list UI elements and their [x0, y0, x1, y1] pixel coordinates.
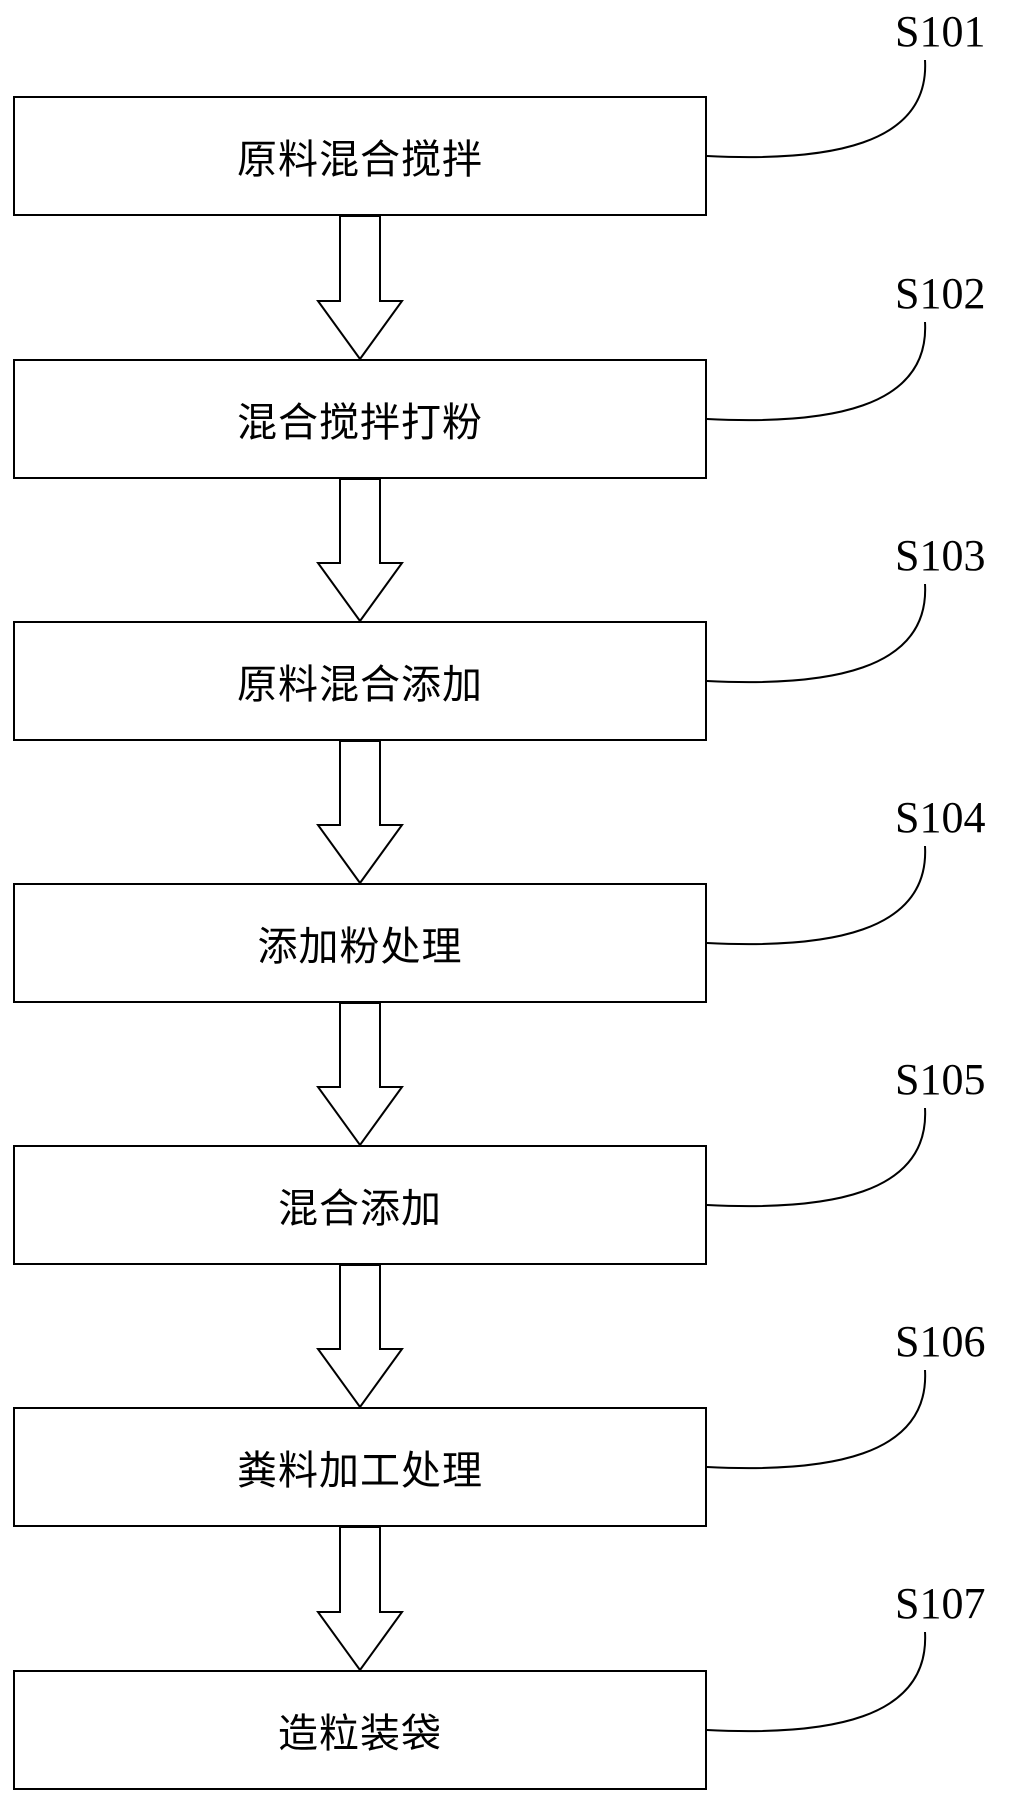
leader-line-s106 — [706, 1369, 927, 1470]
step-code-s104: S104 — [895, 793, 986, 842]
leader-line-s101 — [706, 59, 927, 159]
step-box-s107: 造粒装袋 — [13, 1670, 707, 1790]
step-box-s104: 添加粉处理 — [13, 883, 707, 1003]
step-label: 原料混合搅拌 — [237, 137, 483, 183]
step-code-s106: S106 — [895, 1317, 986, 1366]
down-arrow-icon — [316, 1526, 404, 1672]
step-label: 粪料加工处理 — [237, 1448, 483, 1494]
step-box-s106: 粪料加工处理 — [13, 1407, 707, 1527]
down-arrow-icon — [316, 740, 404, 885]
step-box-s105: 混合添加 — [13, 1145, 707, 1265]
step-label: 混合添加 — [278, 1186, 442, 1232]
step-label: 添加粉处理 — [257, 924, 463, 970]
step-code-s103: S103 — [895, 531, 986, 580]
step-code-s105: S105 — [895, 1055, 986, 1104]
leader-line-s107 — [706, 1631, 927, 1733]
down-arrow-icon — [316, 1002, 404, 1147]
step-code-s107: S107 — [895, 1579, 986, 1628]
down-arrow-icon — [316, 215, 404, 361]
step-label: 原料混合添加 — [237, 662, 483, 708]
leader-line-s105 — [706, 1107, 927, 1208]
down-arrow-icon — [316, 478, 404, 623]
leader-line-s104 — [706, 845, 927, 946]
step-box-s102: 混合搅拌打粉 — [13, 359, 707, 479]
step-code-s101: S101 — [895, 7, 986, 56]
step-label: 造粒装袋 — [278, 1711, 442, 1757]
step-box-s101: 原料混合搅拌 — [13, 96, 707, 216]
step-code-s102: S102 — [895, 269, 986, 318]
leader-line-s102 — [706, 321, 927, 422]
leader-line-s103 — [706, 583, 927, 684]
step-label: 混合搅拌打粉 — [237, 400, 483, 446]
step-box-s103: 原料混合添加 — [13, 621, 707, 741]
down-arrow-icon — [316, 1264, 404, 1409]
